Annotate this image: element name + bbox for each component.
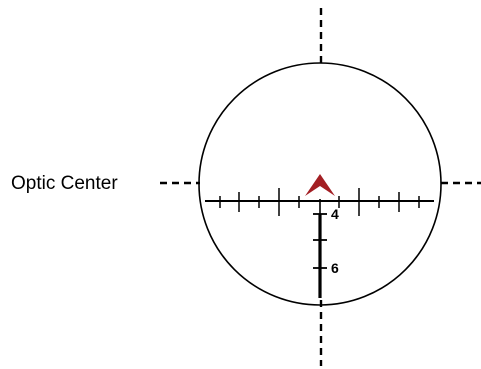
optic-center-label: Optic Center: [11, 173, 118, 194]
vertical-stadia: 4 6: [313, 199, 339, 298]
chevron-up-icon: [305, 174, 335, 196]
stadia-label-4: 4: [331, 206, 339, 222]
scope-circle: [198, 62, 442, 306]
stadia-label-6: 6: [331, 260, 339, 276]
